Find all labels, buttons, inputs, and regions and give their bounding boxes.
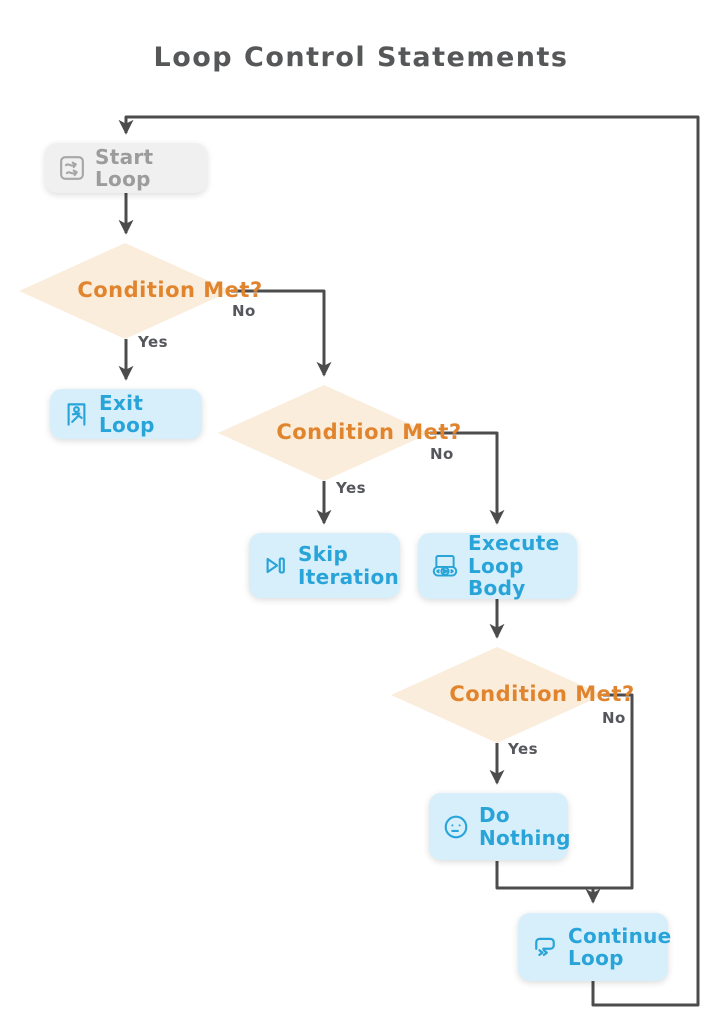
node-execute-loop-body: Execute Loop Body xyxy=(418,531,577,601)
edge-cond1-no-to-cond2 xyxy=(231,289,332,377)
node-continue-loop: Continue Loop xyxy=(518,913,672,981)
node-label: Continue Loop xyxy=(568,923,672,970)
media-player-icon xyxy=(431,552,459,580)
edge-label-yes-2: Yes xyxy=(336,479,367,497)
edge-cond3-no-and-donothing-merge xyxy=(495,693,634,890)
node-start-loop: Start Loop xyxy=(45,143,207,193)
page-title: Loop Control Statements xyxy=(153,42,569,73)
decision-label: Condition Met? xyxy=(276,420,462,445)
node-skip-iteration: Skip Iteration xyxy=(249,533,400,598)
edge-label-no-3: No xyxy=(602,709,626,727)
edge-continue-return-to-start xyxy=(118,115,700,1007)
node-label: Start Loop xyxy=(95,144,154,191)
loop-arrow-icon xyxy=(531,933,559,961)
workflow-icon xyxy=(58,154,86,182)
decision-label: Condition Met? xyxy=(449,682,635,707)
node-label: Skip Iteration xyxy=(298,542,400,589)
edge-label-yes-3: Yes xyxy=(508,740,539,758)
edge-cond2-no-to-execute xyxy=(430,431,505,525)
node-label: Do Nothing xyxy=(479,803,571,850)
node-label: Execute Loop Body xyxy=(468,531,560,601)
edge-label-no-2: No xyxy=(430,445,454,463)
decision-condition-met-2: Condition Met? xyxy=(218,385,461,481)
node-do-nothing: Do Nothing xyxy=(429,793,571,860)
node-label: Exit Loop xyxy=(99,390,155,437)
decision-condition-met-3: Condition Met? xyxy=(391,647,634,743)
node-exit-loop: Exit Loop xyxy=(50,389,202,439)
decision-condition-met-1: Condition Met? xyxy=(19,243,262,339)
skip-next-icon xyxy=(262,552,289,579)
edge-label-no-1: No xyxy=(232,302,256,320)
exit-door-icon xyxy=(63,401,90,428)
edge-label-yes-1: Yes xyxy=(138,333,169,351)
decision-label: Condition Met? xyxy=(77,278,263,303)
neutral-face-icon xyxy=(442,813,470,841)
